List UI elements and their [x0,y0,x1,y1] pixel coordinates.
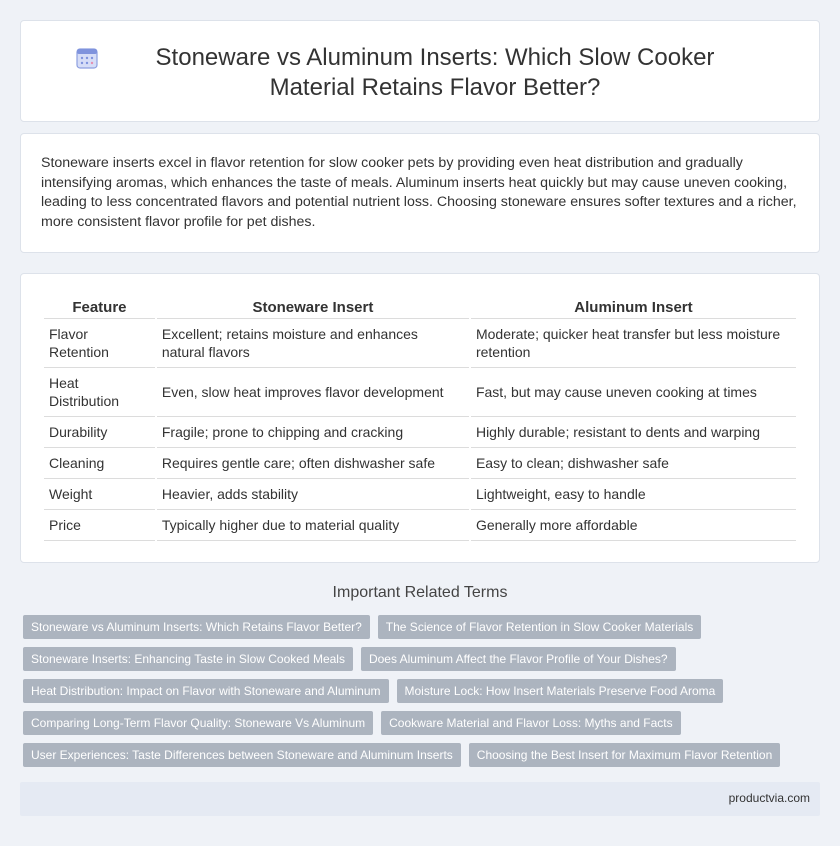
table-row: Durability Fragile; prone to chipping an… [44,417,796,448]
comparison-card: Feature Stoneware Insert Aluminum Insert… [20,273,820,563]
aluminum-cell: Fast, but may cause uneven cooking at ti… [470,368,796,417]
feature-cell: Durability [44,417,155,448]
aluminum-cell: Generally more affordable [470,510,796,541]
column-header-feature: Feature [44,296,155,319]
table-row: Flavor Retention Excellent; retains mois… [44,319,796,368]
related-terms-list: Stoneware vs Aluminum Inserts: Which Ret… [23,615,813,767]
aluminum-cell: Moderate; quicker heat transfer but less… [470,319,796,368]
feature-cell: Cleaning [44,448,155,479]
table-row: Price Typically higher due to material q… [44,510,796,541]
summary-text: Stoneware inserts excel in flavor retent… [41,155,797,230]
table-row: Weight Heavier, adds stability Lightweig… [44,479,796,510]
feature-cell: Weight [44,479,155,510]
related-term-link[interactable]: Stoneware vs Aluminum Inserts: Which Ret… [23,615,370,639]
column-header-aluminum: Aluminum Insert [470,296,796,319]
comparison-table: Feature Stoneware Insert Aluminum Insert… [42,296,798,541]
footer: productvia.com [20,782,820,816]
related-term-link[interactable]: Moisture Lock: How Insert Materials Pres… [396,679,724,703]
aluminum-cell: Easy to clean; dishwasher safe [470,448,796,479]
stoneware-cell: Fragile; prone to chipping and cracking [156,417,469,448]
table-row: Cleaning Requires gentle care; often dis… [44,448,796,479]
page-title: Stoneware vs Aluminum Inserts: Which Slo… [155,44,715,101]
related-terms-heading: Important Related Terms [332,584,508,601]
table-header-row: Feature Stoneware Insert Aluminum Insert [44,296,796,319]
feature-cell: Flavor Retention [44,319,155,368]
feature-cell: Price [44,510,155,541]
related-term-link[interactable]: The Science of Flavor Retention in Slow … [377,615,702,639]
aluminum-cell: Highly durable; resistant to dents and w… [470,417,796,448]
summary-card: Stoneware inserts excel in flavor retent… [20,133,820,253]
table-row: Heat Distribution Even, slow heat improv… [44,368,796,417]
feature-cell: Heat Distribution [44,368,155,417]
calendar-icon [76,48,98,69]
stoneware-cell: Heavier, adds stability [156,479,469,510]
related-term-link[interactable]: Choosing the Best Insert for Maximum Fla… [468,743,781,767]
related-term-link[interactable]: Comparing Long-Term Flavor Quality: Ston… [23,711,374,735]
related-term-link[interactable]: Stoneware Inserts: Enhancing Taste in Sl… [23,647,353,671]
stoneware-cell: Even, slow heat improves flavor developm… [156,368,469,417]
related-term-link[interactable]: User Experiences: Taste Differences betw… [23,743,461,767]
stoneware-cell: Typically higher due to material quality [156,510,469,541]
related-term-link[interactable]: Heat Distribution: Impact on Flavor with… [23,679,389,703]
column-header-stoneware: Stoneware Insert [156,296,469,319]
related-term-link[interactable]: Cookware Material and Flavor Loss: Myths… [381,711,681,735]
aluminum-cell: Lightweight, easy to handle [470,479,796,510]
site-name[interactable]: productvia.com [728,791,810,805]
title-card: Stoneware vs Aluminum Inserts: Which Slo… [20,20,820,122]
stoneware-cell: Requires gentle care; often dishwasher s… [156,448,469,479]
stoneware-cell: Excellent; retains moisture and enhances… [156,319,469,368]
related-term-link[interactable]: Does Aluminum Affect the Flavor Profile … [360,647,676,671]
